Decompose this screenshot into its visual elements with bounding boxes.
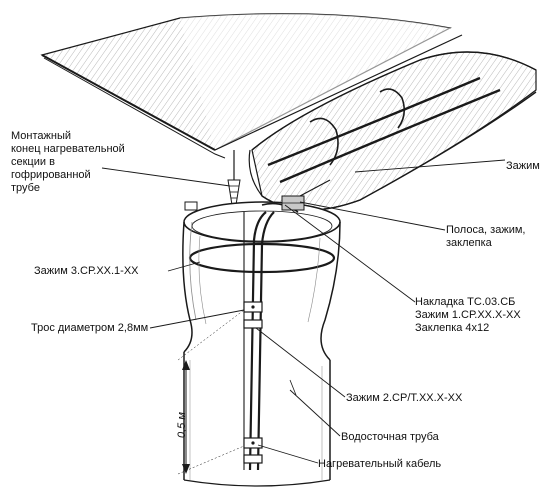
label-overlay-line-1: Накладка ТС.03.СБ: [415, 296, 516, 308]
label-strip-line-1: Полоса, зажим,: [446, 224, 526, 236]
label-heating-cable: Нагревательный кабель: [318, 458, 442, 470]
gutter-cables: [267, 76, 501, 197]
label-overlay-line-2: Зажим 1.СР.ХХ.Х-ХХ: [415, 309, 521, 321]
label-mounting-end-line-2: конец нагревательной: [11, 143, 125, 155]
label-mounting-end: Монтажный конец нагревательной секции в …: [11, 130, 125, 195]
dimension-arrow: [177, 309, 245, 475]
label-clamp: Зажим: [506, 160, 540, 172]
label-mounting-end-line-1: Монтажный: [11, 130, 71, 142]
label-mounting-end-line-3: секции в: [11, 156, 55, 168]
label-overlay-line-3: Заклепка 4х12: [415, 322, 490, 334]
label-clamp-3: Зажим 3.СР.ХХ.1-ХХ: [34, 265, 139, 277]
label-clamp-2: Зажим 2.СР/Т.ХХ.Х-ХХ: [346, 392, 463, 404]
leader-lines: [101, 159, 506, 464]
dimension-label: 0,5 м: [176, 412, 188, 438]
label-strip: Полоса, зажим, заклепка: [446, 224, 525, 250]
roof-sheet: [40, 13, 463, 159]
gutter: [248, 51, 537, 211]
label-strip-line-2: заклепка: [446, 237, 492, 249]
label-mounting-end-line-5: трубе: [11, 182, 40, 194]
downpipe: [183, 352, 331, 487]
label-overlay: Накладка ТС.03.СБ Зажим 1.СР.ХХ.Х-ХХ Зак…: [415, 296, 521, 335]
label-cable: Трос диаметром 2,8мм: [31, 322, 149, 334]
label-downpipe: Водосточная труба: [341, 431, 439, 443]
label-mounting-end-line-4: гофрированной: [11, 169, 91, 181]
